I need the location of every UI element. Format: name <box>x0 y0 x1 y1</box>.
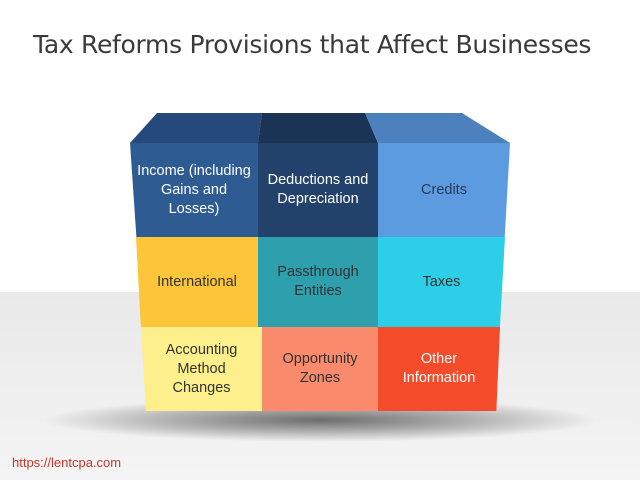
cell-taxes: Taxes <box>378 237 505 327</box>
cell-international: International <box>136 237 258 327</box>
cell-deductions: Deductions and Depreciation <box>258 143 378 237</box>
cell-other: Other Information <box>378 327 500 411</box>
top-face-right <box>365 113 510 143</box>
cell-passthrough: Passthrough Entities <box>258 237 378 327</box>
cell-accounting: Accounting Method Changes <box>141 327 262 411</box>
top-face-left <box>130 113 262 143</box>
cell-income: Income (including Gains and Losses) <box>130 143 258 237</box>
cube-top-face <box>130 113 510 143</box>
top-face-middle <box>258 113 378 143</box>
slide-title: Tax Reforms Provisions that Affect Busin… <box>33 30 592 59</box>
cell-credits: Credits <box>378 143 510 237</box>
footer-link[interactable]: https://lentcpa.com <box>12 455 122 470</box>
cell-opportunity: Opportunity Zones <box>262 327 378 411</box>
